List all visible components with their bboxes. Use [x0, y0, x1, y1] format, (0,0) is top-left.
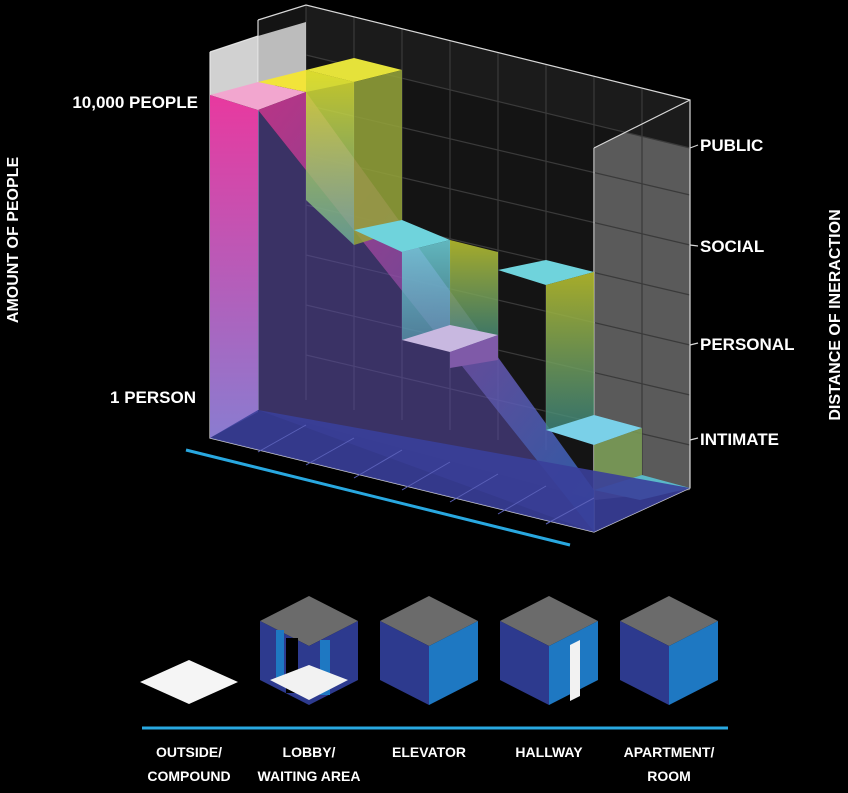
space-label-line1: OUTSIDE/ [156, 744, 222, 760]
yellow-block [306, 58, 402, 245]
space-label-line2: COMPOUND [147, 768, 230, 784]
space-label-line1: APARTMENT/ [624, 744, 715, 760]
open-box-icon [260, 596, 358, 705]
z-axis-title: DISTANCE OF INERACTION [827, 209, 844, 420]
level-public-label: PUBLIC [700, 136, 763, 155]
level-ticks [689, 144, 699, 441]
level-intimate-label: INTIMATE [700, 430, 779, 449]
space-label-line2: WAITING AREA [258, 768, 361, 784]
base-floor [210, 410, 690, 532]
space-label-line1: HALLWAY [515, 744, 583, 760]
level-personal-label: PERSONAL [700, 335, 794, 354]
open-ground-icon [140, 660, 238, 704]
closed-box-icon-apartment [620, 596, 718, 705]
teal-steps [354, 220, 690, 500]
floor-axis-line [185, 448, 571, 547]
partial-box-icon [500, 596, 598, 705]
closed-box-icon [380, 596, 478, 705]
space-labels: OUTSIDE/ COMPOUND LOBBY/ WAITING AREA EL… [147, 744, 714, 784]
space-label-line1: ELEVATOR [392, 744, 466, 760]
y-axis-top-label: 10,000 PEOPLE [72, 93, 198, 112]
level-social-label: SOCIAL [700, 237, 764, 256]
y-axis-bottom-label: 1 PERSON [110, 388, 196, 407]
space-label-line2: ROOM [647, 768, 691, 784]
space-label-line1: LOBBY/ [283, 744, 336, 760]
y-axis-title: AMOUNT OF PEOPLE [5, 157, 22, 324]
